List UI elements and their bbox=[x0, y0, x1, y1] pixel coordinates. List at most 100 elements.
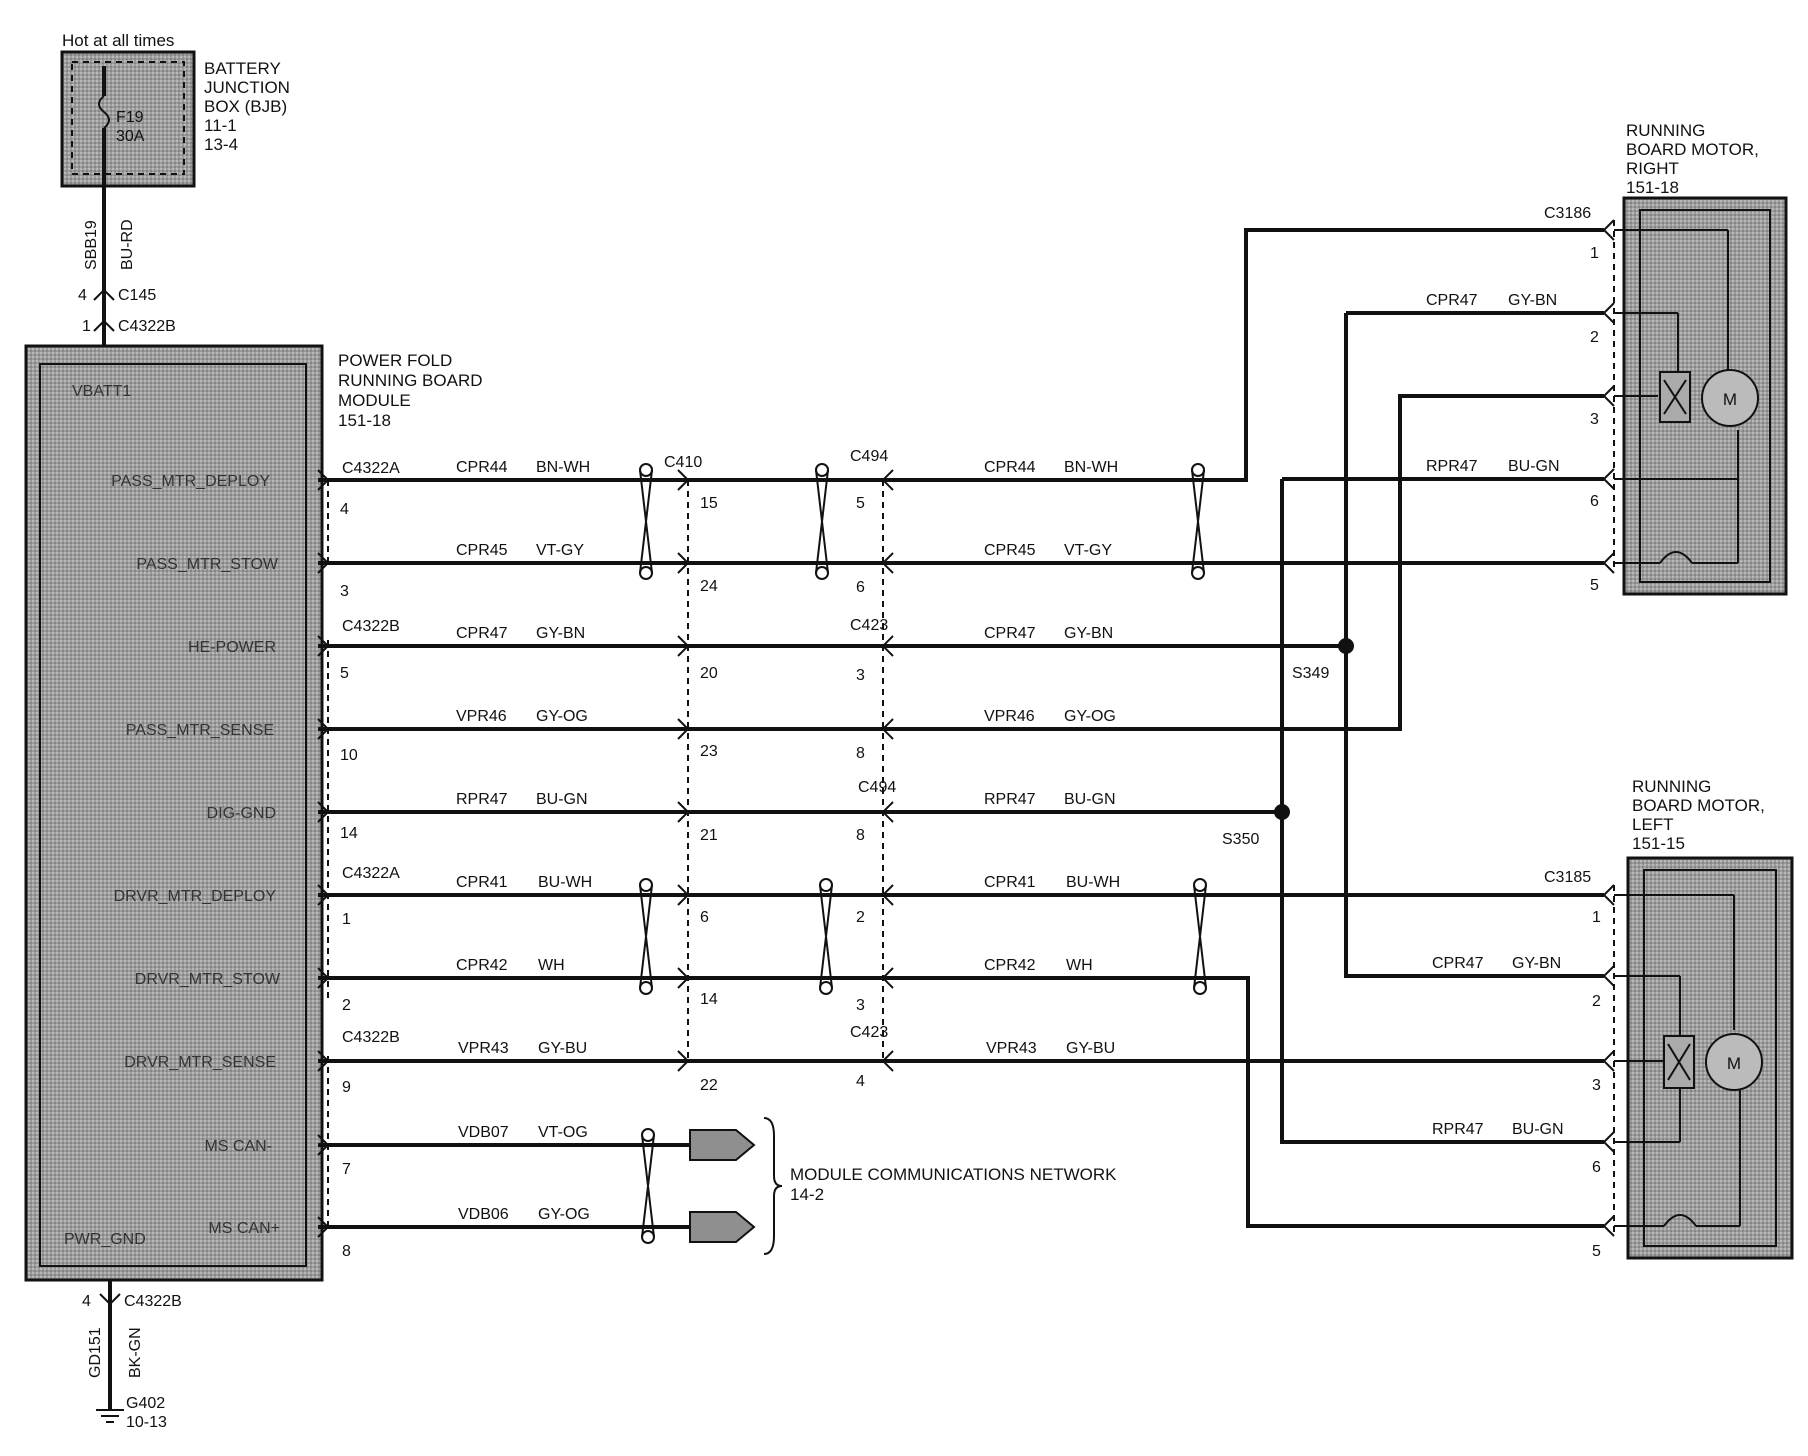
c410-pin: 14 bbox=[700, 991, 718, 1008]
motor-right-pin-6: 6 bbox=[1590, 493, 1599, 510]
bjb-name-line-1: BATTERY bbox=[204, 59, 281, 78]
ground-connector-mark bbox=[99, 1293, 121, 1306]
network-brace bbox=[763, 1117, 783, 1255]
bjb-name-line-2: JUNCTION bbox=[204, 78, 290, 97]
motor-right-branch-color-2: BU-GN bbox=[1508, 458, 1560, 475]
wire-row: PASS_MTR_STOW 3 CPR45 VT-GY 24 6 CPR45 V… bbox=[136, 542, 1112, 600]
module-connector-3: C4322A bbox=[342, 865, 400, 882]
ms-can-minus-arrow bbox=[689, 1129, 756, 1161]
ground-connector: C4322B bbox=[124, 1293, 182, 1310]
bjb-name-line-5: 13-4 bbox=[204, 135, 238, 154]
circuit-label: VPR43 bbox=[458, 1040, 509, 1057]
network-name: MODULE COMMUNICATIONS NETWORK bbox=[790, 1165, 1117, 1184]
inline-connector-c423-a: C423 bbox=[850, 617, 888, 634]
connector-dashed-columns bbox=[327, 480, 884, 1230]
module-pin: 1 bbox=[342, 911, 351, 928]
module-box bbox=[24, 344, 324, 1282]
motor-left-branch-color-2: BU-GN bbox=[1512, 1121, 1564, 1138]
motor-left-name-line-4: 151-15 bbox=[1632, 834, 1685, 853]
wire-row: DRVR_MTR_STOW 2 CPR42 WH 14 3 CPR42 WH bbox=[135, 957, 1093, 1014]
color-label: VT-OG bbox=[538, 1124, 588, 1141]
running-board-motor-left: RUNNING BOARD MOTOR, LEFT 151-15 C3185 1… bbox=[1432, 777, 1794, 1260]
module-pin: 3 bbox=[340, 583, 349, 600]
connector-marks bbox=[317, 469, 894, 1238]
right-color-label: VT-GY bbox=[1064, 542, 1112, 559]
motor-left-name-line-1: RUNNING bbox=[1632, 777, 1711, 796]
ground-pin: 4 bbox=[82, 1293, 91, 1310]
c410-pin: 20 bbox=[700, 665, 718, 682]
module-pin: 4 bbox=[340, 501, 349, 518]
right-color-label: BN-WH bbox=[1064, 459, 1118, 476]
right-circuit-label: CPR45 bbox=[984, 542, 1036, 559]
right-circuit-label: CPR41 bbox=[984, 874, 1036, 891]
circuit-label: CPR47 bbox=[456, 625, 508, 642]
ms-can-plus-arrow bbox=[689, 1211, 756, 1243]
motor-right-connector: C3186 bbox=[1544, 205, 1591, 222]
module-name-line-1: POWER FOLD bbox=[338, 351, 452, 370]
right-circuit-label: VPR43 bbox=[986, 1040, 1037, 1057]
motor-left-name-line-3: LEFT bbox=[1632, 815, 1674, 834]
module-connector-4: C4322B bbox=[342, 1029, 400, 1046]
signal-label: DRVR_MTR_SENSE bbox=[124, 1054, 276, 1071]
ground-symbol bbox=[96, 1409, 124, 1423]
circuit-label: VDB06 bbox=[458, 1206, 509, 1223]
c4322b-feed-pin: 1 bbox=[82, 318, 91, 335]
inline-pin: 6 bbox=[856, 579, 865, 596]
motor-right-name-line-3: RIGHT bbox=[1626, 159, 1679, 178]
feed-color: BU-RD bbox=[119, 219, 136, 270]
twisted-pair-markers bbox=[639, 463, 1207, 1244]
motor-right-pin-marks bbox=[1602, 219, 1615, 574]
module-pwr-gnd-label: PWR_GND bbox=[64, 1231, 146, 1248]
c410-pin: 6 bbox=[700, 909, 709, 926]
right-color-label: BU-GN bbox=[1064, 791, 1116, 808]
motor-right-pin-1: 1 bbox=[1590, 245, 1599, 262]
circuit-label: CPR42 bbox=[456, 957, 508, 974]
c4322b-feed-connector-mark bbox=[93, 319, 115, 332]
motor-right-name-line-4: 151-18 bbox=[1626, 178, 1679, 197]
right-circuit-label: CPR44 bbox=[984, 459, 1036, 476]
motor-left-branch-circuit-2: RPR47 bbox=[1432, 1121, 1484, 1138]
right-color-label: GY-BN bbox=[1064, 625, 1113, 642]
right-circuit-label: RPR47 bbox=[984, 791, 1036, 808]
motor-left-name-line-2: BOARD MOTOR, bbox=[1632, 796, 1765, 815]
c410-pin: 24 bbox=[700, 578, 718, 595]
c410-pin: 22 bbox=[700, 1077, 718, 1094]
splice-s350-label: S350 bbox=[1222, 831, 1259, 848]
bjb-name-line-4: 11-1 bbox=[204, 116, 237, 135]
battery-feed-wire: SBB19 BU-RD 4 C145 1 C4322B bbox=[78, 66, 176, 348]
motor-right-name-line-1: RUNNING bbox=[1626, 121, 1705, 140]
module-name-line-2: RUNNING BOARD bbox=[338, 371, 483, 390]
running-board-motor-right: RUNNING BOARD MOTOR, RIGHT 151-18 C3186 … bbox=[1426, 121, 1788, 596]
network-terminations: MODULE COMMUNICATIONS NETWORK 14-2 bbox=[689, 1117, 1117, 1255]
hot-at-all-times-label: Hot at all times bbox=[62, 31, 174, 50]
color-label: GY-OG bbox=[536, 708, 588, 725]
signal-label: MS CAN- bbox=[204, 1138, 272, 1155]
circuit-label: CPR44 bbox=[456, 459, 508, 476]
motor-left-pin-6: 6 bbox=[1592, 1159, 1601, 1176]
battery-junction-box: Hot at all times F19 30A BATTERY JUNCTIO… bbox=[60, 31, 290, 188]
signal-label: PASS_MTR_DEPLOY bbox=[111, 473, 270, 490]
signal-label: PASS_MTR_SENSE bbox=[126, 722, 274, 739]
c145-name: C145 bbox=[118, 287, 156, 304]
wire-row: PASS_MTR_SENSE 10 VPR46 GY-OG 23 8 VPR46… bbox=[126, 708, 1116, 764]
right-circuit-label: CPR42 bbox=[984, 957, 1036, 974]
module-inner-box bbox=[39, 363, 307, 1267]
signal-label: DRVR_MTR_STOW bbox=[135, 971, 281, 988]
motor-right-internals: M bbox=[1614, 229, 1759, 564]
inline-pin: 5 bbox=[856, 495, 865, 512]
inline-connector-c494-b: C494 bbox=[858, 779, 896, 796]
color-label: GY-OG bbox=[538, 1206, 590, 1223]
ground-color: BK-GN bbox=[127, 1327, 144, 1378]
inline-connector-c410: C410 bbox=[664, 454, 702, 471]
inline-connector-c494-a: C494 bbox=[850, 448, 888, 465]
wire-lines bbox=[318, 228, 1604, 1229]
module-vbatt-label: VBATT1 bbox=[72, 383, 131, 400]
module-pin: 14 bbox=[340, 825, 358, 842]
module-pin: 7 bbox=[342, 1161, 351, 1178]
splices: S349 S350 bbox=[1222, 638, 1354, 848]
motor-right-branch-color-1: GY-BN bbox=[1508, 292, 1557, 309]
color-label: WH bbox=[538, 957, 565, 974]
splice-s349-dot bbox=[1338, 638, 1354, 654]
module-ground: 4 C4322B GD151 BK-GN G402 10-13 bbox=[82, 1280, 182, 1431]
